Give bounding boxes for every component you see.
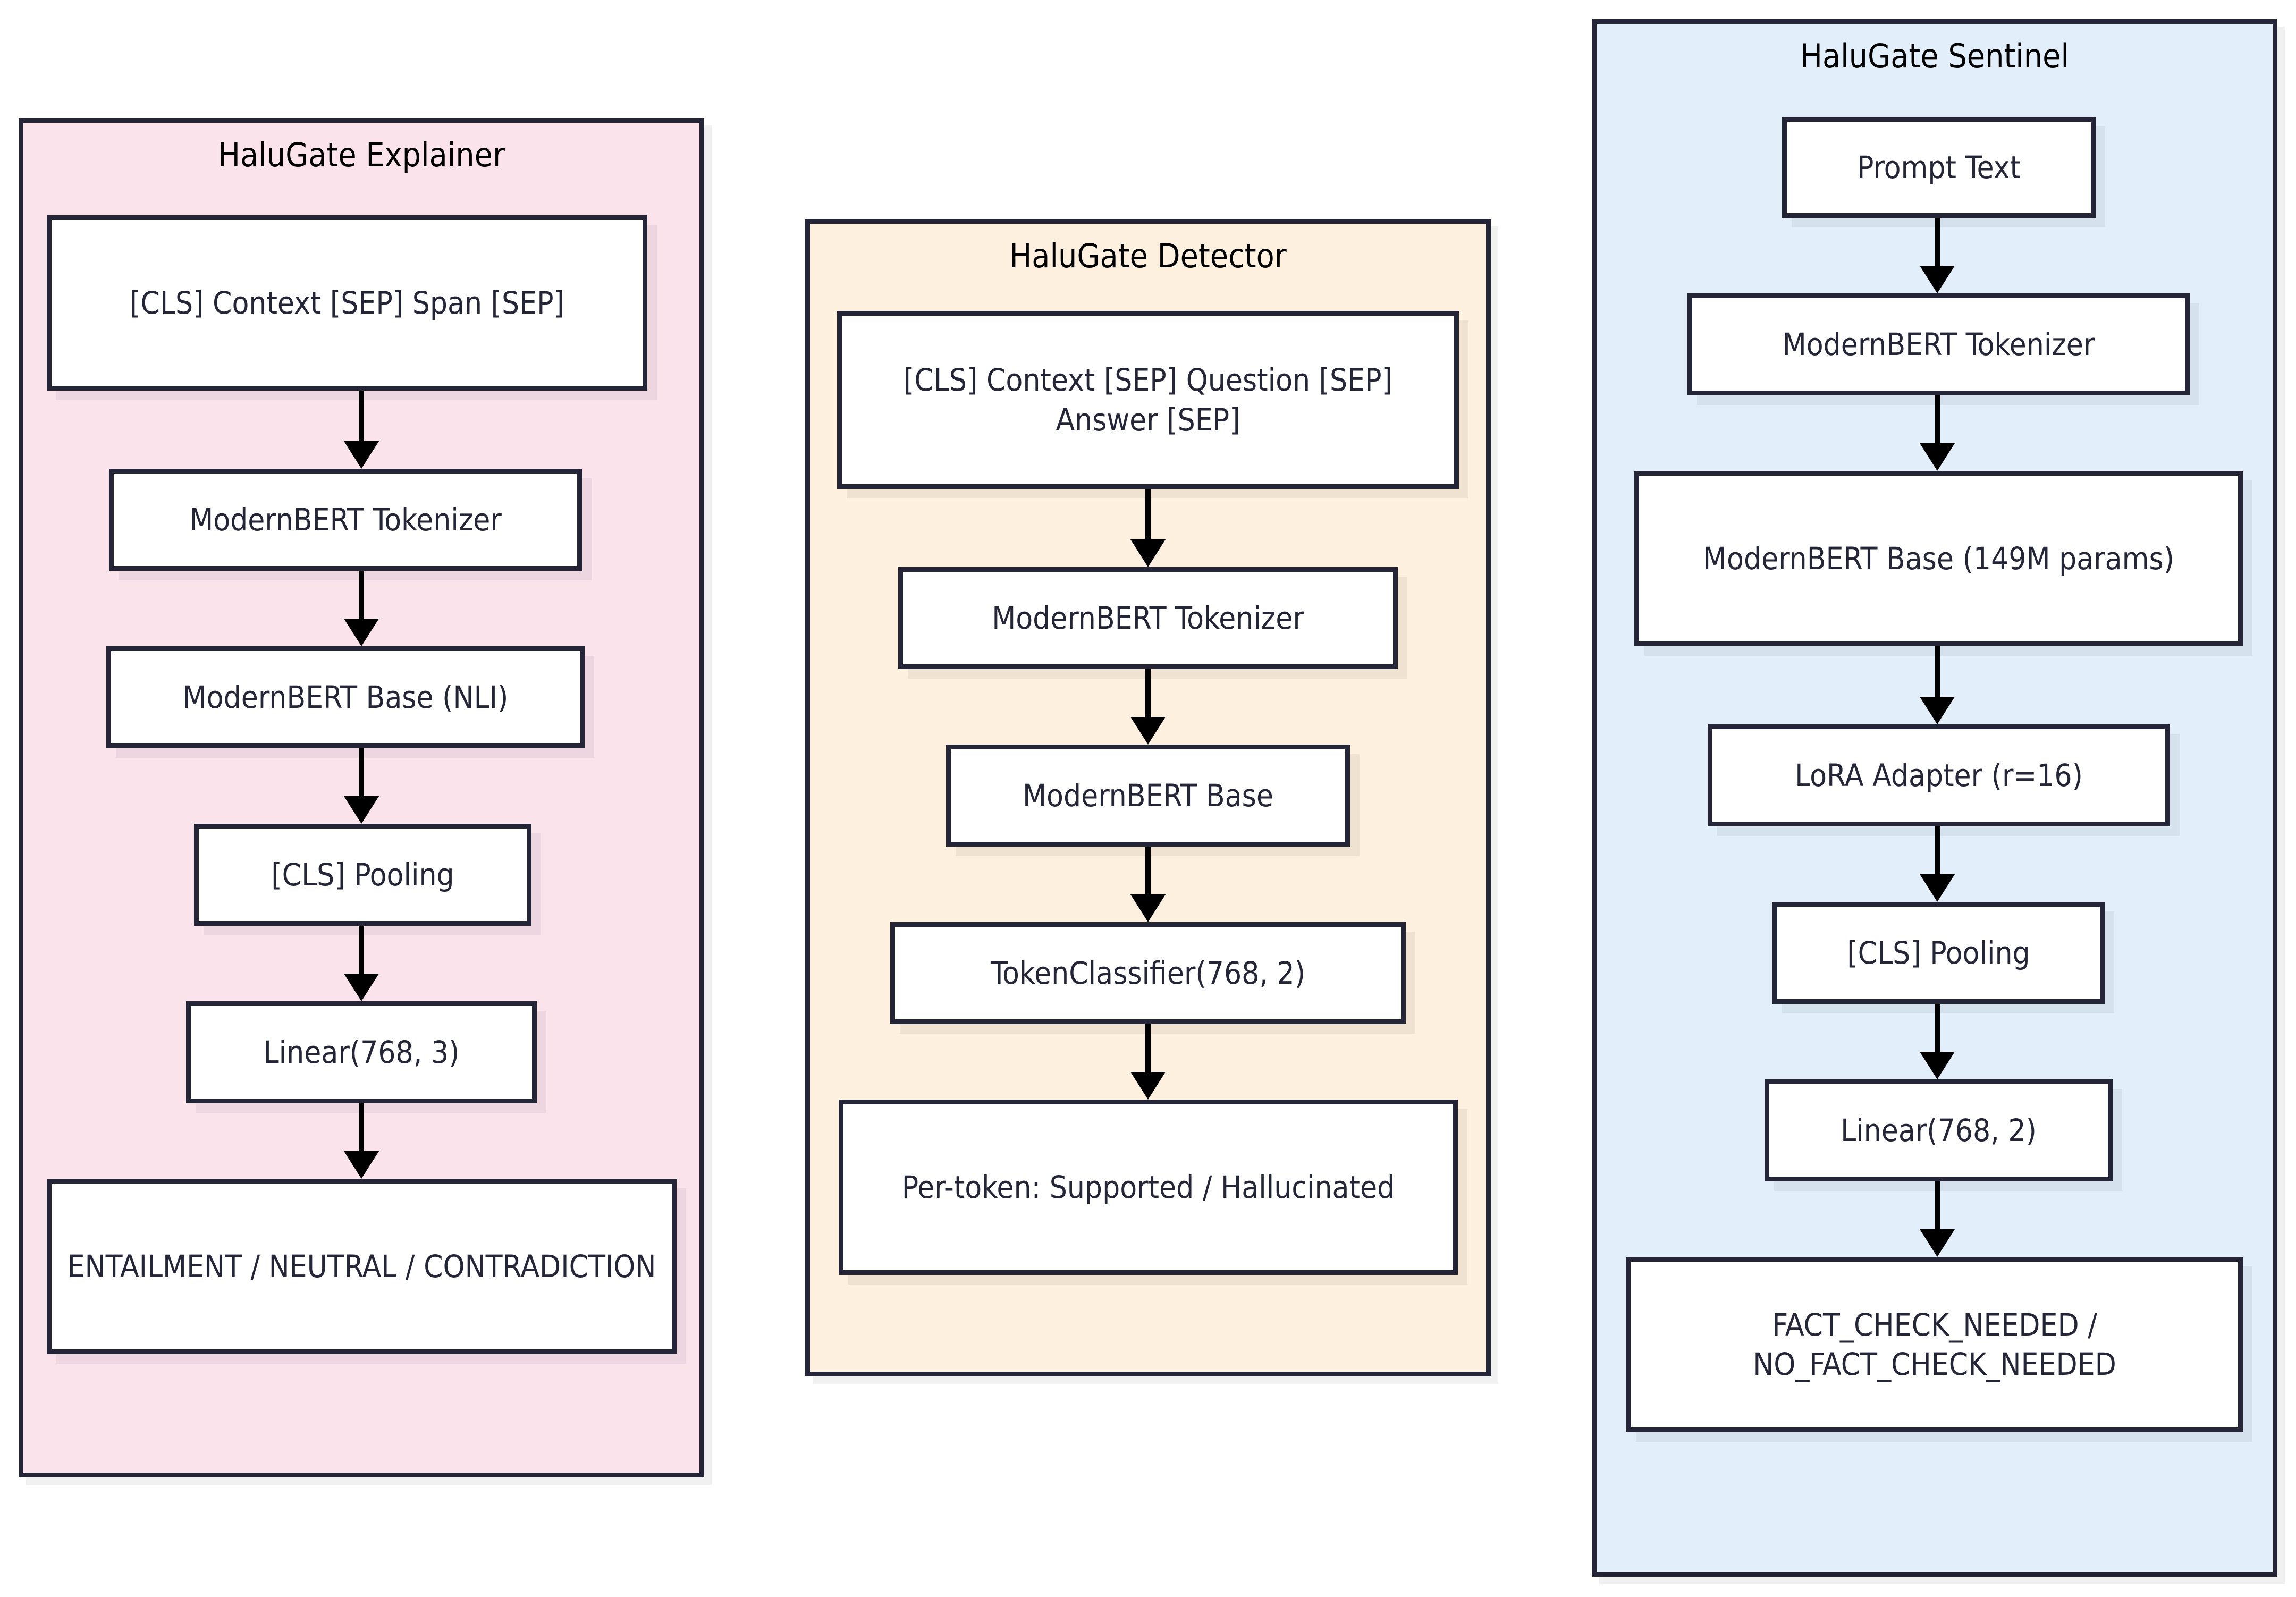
- node-exp-input: [CLS] Context [SEP] Span [SEP]: [47, 215, 647, 391]
- node-label: TokenClassifier(768, 2): [990, 954, 1306, 991]
- node-label: [CLS] Pooling: [271, 856, 454, 893]
- node-label: [CLS] Pooling: [1847, 934, 2030, 971]
- node-sen-output: FACT_CHECK_NEEDED / NO_FACT_CHECK_NEEDED: [1626, 1257, 2243, 1432]
- node-det-base: ModernBERT Base: [946, 745, 1350, 847]
- node-sen-tokenizer: ModernBERT Tokenizer: [1687, 293, 2190, 395]
- node-sen-base: ModernBERT Base (149M params): [1634, 471, 2243, 646]
- node-exp-linear: Linear(768, 3): [186, 1001, 537, 1103]
- node-label: ENTAILMENT / NEUTRAL / CONTRADICTION: [67, 1248, 656, 1285]
- node-exp-output: ENTAILMENT / NEUTRAL / CONTRADICTION: [47, 1179, 677, 1354]
- node-sen-pooling: [CLS] Pooling: [1772, 902, 2105, 1004]
- node-label: ModernBERT Tokenizer: [1782, 326, 2095, 362]
- node-sen-prompt: Prompt Text: [1782, 117, 2096, 218]
- node-exp-tokenizer: ModernBERT Tokenizer: [109, 469, 582, 571]
- cluster-title-explainer: HaluGate Explainer: [218, 136, 505, 174]
- node-det-input: [CLS] Context [SEP] Question [SEP] Answe…: [837, 311, 1459, 489]
- node-label: ModernBERT Base (NLI): [182, 679, 509, 715]
- node-sen-lora: LoRA Adapter (r=16): [1708, 724, 2170, 826]
- node-label: ModernBERT Base (149M params): [1703, 540, 2174, 577]
- node-label: ModernBERT Tokenizer: [189, 501, 502, 538]
- node-exp-pooling: [CLS] Pooling: [194, 824, 531, 926]
- node-label: [CLS] Context [SEP] Question [SEP] Answe…: [904, 362, 1392, 438]
- node-label: ModernBERT Base: [1023, 777, 1273, 814]
- node-label: Prompt Text: [1857, 149, 2021, 185]
- node-label: Linear(768, 2): [1841, 1112, 2037, 1148]
- node-label: LoRA Adapter (r=16): [1795, 757, 2083, 793]
- node-det-output: Per-token: Supported / Hallucinated: [839, 1100, 1458, 1275]
- node-sen-linear: Linear(768, 2): [1765, 1079, 2113, 1181]
- node-det-tokenizer: ModernBERT Tokenizer: [898, 567, 1398, 669]
- node-label: FACT_CHECK_NEEDED / NO_FACT_CHECK_NEEDED: [1753, 1306, 2116, 1382]
- node-label: [CLS] Context [SEP] Span [SEP]: [130, 284, 564, 321]
- node-label: Per-token: Supported / Hallucinated: [901, 1169, 1395, 1205]
- node-det-classifier: TokenClassifier(768, 2): [890, 922, 1406, 1024]
- node-label: Linear(768, 3): [263, 1034, 460, 1070]
- node-label: ModernBERT Tokenizer: [992, 599, 1304, 636]
- cluster-title-detector: HaluGate Detector: [1009, 236, 1287, 275]
- cluster-title-sentinel: HaluGate Sentinel: [1800, 37, 2069, 75]
- node-exp-base: ModernBERT Base (NLI): [106, 646, 585, 748]
